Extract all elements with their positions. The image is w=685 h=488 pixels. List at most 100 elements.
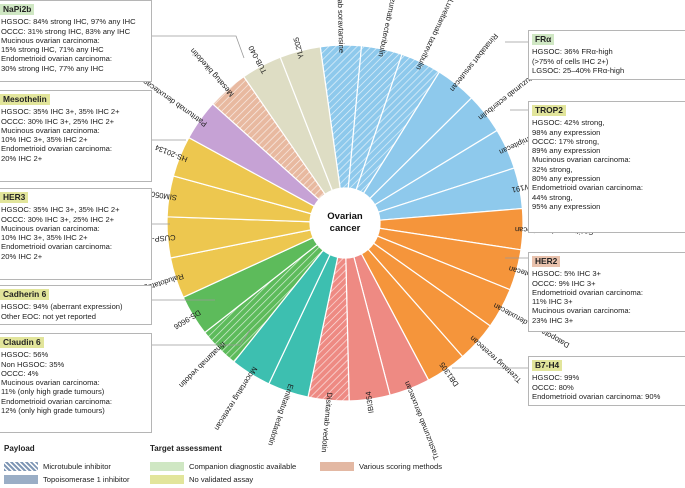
center-label-line1: Ovarian: [327, 211, 363, 222]
target-box-fra: FRα HGSOC: 36% FRα-high(>75% of cells IH…: [528, 30, 685, 80]
target-title-her3: HER3: [0, 192, 29, 204]
target-title-her2: HER2: [532, 256, 561, 268]
spoke-drug-label: Emiltatug ledadotin: [266, 383, 295, 447]
spoke-hatch: [356, 54, 440, 194]
box-line: Endometrioid ovarian carcinoma:: [1, 144, 113, 154]
box-line: Endometrioid ovarian carcinoma:: [1, 242, 113, 252]
target-box-her2: HER2 HGSOC: 5% IHC 3+OCCC: 9% IHC 3+Endo…: [528, 252, 685, 332]
box-line: OCCC: 17% strong,: [532, 136, 600, 146]
legend-companion: Companion diagnostic available: [150, 462, 296, 471]
box-line: Mucinous ovarian carcinoma:: [1, 125, 100, 135]
companion-swatch: [150, 462, 184, 471]
spoke-drug-label: Luveltamab tazevibulin: [414, 0, 455, 71]
wheel-spoke-napi2b-other: YL205: [279, 36, 341, 192]
box-line: Endometrioid ovarian carcinoma:: [1, 54, 113, 64]
spoke-drug-label: TUB-040: [247, 44, 269, 75]
target-title-cadherin6: Cadherin 6: [0, 289, 50, 301]
legend-payload-heading: Payload: [4, 444, 35, 453]
center-label-line2: cancer: [330, 223, 361, 234]
box-line: HGSOC: 56%: [1, 350, 49, 360]
target-box-trop2: TROP2 HGSOC: 42% strong,98% any expressi…: [528, 101, 685, 233]
connector-napi2b: [152, 35, 245, 59]
center-hub: Ovarian cancer: [310, 188, 380, 258]
box-line: HGSOC: 35% IHC 3+, 35% IHC 2+: [1, 107, 120, 117]
box-line: HGSOC: 99%: [532, 373, 580, 383]
spoke-drug-label: Ifinatamab vedotin: [177, 340, 227, 390]
legend-companion-label: Companion diagnostic available: [189, 462, 297, 471]
target-title-trop2: TROP2: [532, 105, 566, 117]
legend-no-assay-label: No validated assay: [189, 475, 254, 484]
box-line: Non HGSOC: 35%: [1, 359, 65, 369]
target-title-mesothelin: Mesothelin: [0, 94, 50, 106]
spoke-drug-label: IBI354: [364, 391, 376, 414]
legend-microtubule: Microtubule inhibitor: [4, 462, 111, 471]
various-swatch: [320, 462, 354, 471]
box-line: 32% strong,: [532, 164, 573, 174]
target-box-mesothelin: Mesothelin HGSOC: 35% IHC 3+, 35% IHC 2+…: [0, 90, 152, 182]
box-line: 98% any expression: [532, 127, 601, 137]
box-line: OCCC: 30% IHC 3+, 25% IHC 2+: [1, 214, 115, 224]
spoke-drug-label: Rinatabart sesutecan: [448, 32, 500, 94]
box-line: HGSOC: 35% IHC 3+, 35% IHC 2+: [1, 205, 120, 215]
box-line: 44% strong,: [532, 192, 573, 202]
box-line: Endometrioid ovarian carcinoma:: [532, 287, 644, 297]
spoke-hatch: [348, 45, 402, 190]
legend-target-heading: Target assessment: [150, 444, 222, 453]
spoke-hatch: [212, 76, 326, 200]
box-line: (>75% of cells IHC 2+): [532, 56, 609, 66]
box-line: Endometrioid ovarian carcinoma:: [532, 183, 644, 193]
box-line: OCCC: 4%: [1, 368, 39, 378]
legend-no-assay: No validated assay: [150, 475, 253, 484]
spoke-hatch: [307, 257, 350, 401]
box-line: OCCC: 30% IHC 3+, 25% IHC 2+: [1, 116, 115, 126]
spoke-drug-label: Farletuzumab ecteribulin: [376, 0, 402, 58]
box-line: 89% any expression: [532, 146, 601, 156]
target-box-napi2b: NaPi2b HGSOC: 84% strong IHC, 97% any IH…: [0, 0, 152, 82]
legend-various: Various scoring methods: [320, 462, 442, 471]
box-line: 20% IHC 2+: [1, 251, 43, 261]
connector-claudin: [152, 329, 251, 346]
box-line: HGSOC: 94% (aberrant expression): [1, 302, 123, 312]
target-title-napi2b: NaPi2b: [0, 4, 35, 16]
target-box-claudin6: Claudin 6 HGSOC: 56%Non HGSOC: 35%OCCC: …: [0, 333, 152, 433]
spoke-drug-label: Tizetatug rezetecan: [468, 334, 523, 385]
legend: Payload Target assessment Microtubule in…: [0, 440, 685, 488]
target-box-b7h4: B7-H4 HGSOC: 99%OCCC: 80%Endometrioid ov…: [528, 356, 685, 406]
box-line: Endometrioid ovarian carcinoma: 90%: [532, 391, 661, 401]
legend-topo: Topoisomerase 1 inhibitor: [4, 475, 130, 484]
box-line: Other EOC: not yet reported: [1, 311, 96, 321]
box-line: OCCC: 31% strong IHC, 83% any IHC: [1, 26, 131, 36]
box-line: HGSOC: 36% FRα-high: [532, 47, 613, 57]
box-line: Mucinous ovarian carcinoma:: [1, 378, 100, 388]
microtubule-swatch: [4, 462, 38, 471]
topo-swatch: [4, 475, 38, 484]
box-line: 80% any expression: [532, 174, 601, 184]
target-title-b7h4: B7-H4: [532, 360, 563, 372]
box-line: 10% IHC 3+, 35% IHC 2+: [1, 135, 88, 145]
box-line: 15% strong IHC, 71% any IHC: [1, 45, 104, 55]
box-line: 11% (only high grade tumours): [1, 387, 105, 397]
spoke-drug-label: Mesatug bikedotin: [188, 46, 235, 98]
spoke-hatch: [204, 244, 324, 362]
box-line: Mucinous ovarian carcinoma:: [532, 155, 631, 165]
box-line: Mucinous ovarian carcinoma:: [1, 35, 100, 45]
no-assay-swatch: [150, 475, 184, 484]
box-line: Endometrioid ovarian carcinoma:: [1, 396, 113, 406]
box-line: HGSOC: 5% IHC 3+: [532, 269, 601, 279]
box-line: 23% IHC 3+: [532, 315, 574, 325]
target-title-claudin6: Claudin 6: [0, 337, 44, 349]
box-line: Mucinous ovarian carcinoma:: [1, 223, 100, 233]
target-box-cadherin6: Cadherin 6 HGSOC: 94% (aberrant expressi…: [0, 285, 152, 325]
box-line: 10% IHC 3+, 35% IHC 2+: [1, 233, 88, 243]
box-line: OCCC: 9% IHC 3+: [532, 278, 596, 288]
target-box-her3: HER3 HGSOC: 35% IHC 3+, 35% IHC 2+OCCC: …: [0, 188, 152, 280]
box-line: 12% (only high grade tumours): [1, 406, 105, 416]
box-line: 11% IHC 3+: [532, 297, 573, 307]
box-line: 30% strong IHC, 77% any IHC: [1, 63, 104, 73]
spoke-drug-label: Mirvetuximab soravtansine: [335, 0, 346, 53]
box-line: Mucinous ovarian carcinoma:: [532, 306, 631, 316]
spoke-drug-label: Mocertatug rezetecan: [213, 365, 260, 432]
target-title-fra: FRα: [532, 34, 555, 46]
legend-microtubule-label: Microtubule inhibitor: [43, 462, 111, 471]
